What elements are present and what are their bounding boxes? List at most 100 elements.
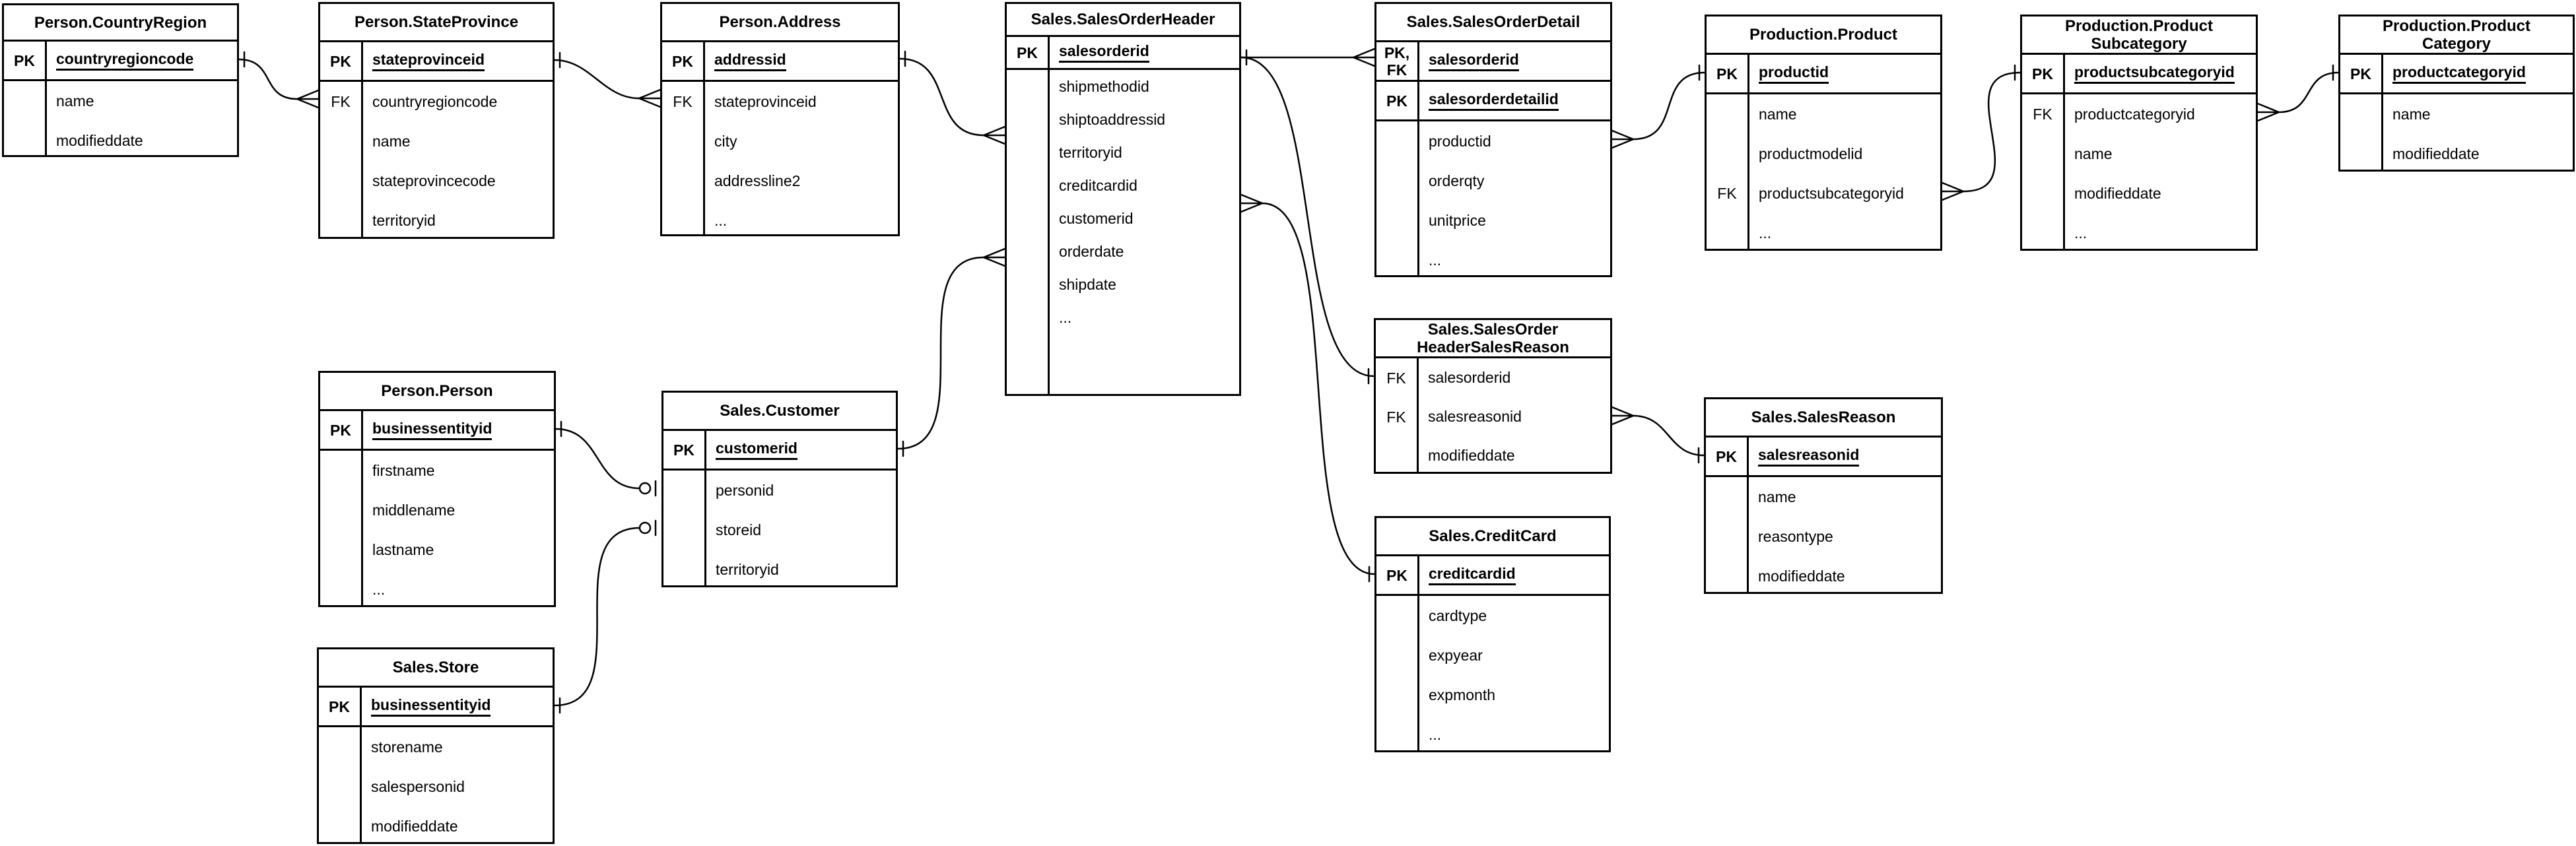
attribute-row: modifieddate	[1376, 436, 1610, 475]
relationship-person-customer[interactable]	[555, 420, 657, 497]
attribute-name: customerid	[1059, 209, 1134, 227]
attribute-name: stateprovinceid	[372, 51, 485, 71]
attribute-name: territoryid	[716, 560, 779, 578]
entity-title: Sales.SalesReason	[1706, 399, 1941, 438]
entity-title-line: Production.Product	[2065, 16, 2213, 35]
relationship-line	[2278, 71, 2340, 114]
relationship-creditcard-salesorderheader[interactable]	[1240, 193, 1376, 583]
pk-badge: PK	[330, 421, 351, 439]
cardinality-many-crowfoot	[982, 247, 1006, 267]
attribute-row: PK, FK salesorderid	[1376, 42, 1610, 82]
relationship-headersalesreason-salesreason[interactable]	[1611, 406, 1705, 464]
attribute-name: stateprovincecode	[372, 172, 496, 189]
cardinality-many-crowfoot	[1611, 129, 1635, 149]
attribute-name: productsubcategoryid	[1759, 184, 1904, 202]
fk-badge: FK	[1386, 369, 1406, 387]
relationship-address-salesorderheader[interactable]	[898, 50, 1006, 145]
relationship-line	[1632, 71, 1706, 141]
attribute-name: productcategoryid	[2074, 105, 2195, 123]
attribute-row: lastname	[320, 530, 554, 569]
pk-badge: PK, FK	[1384, 44, 1410, 79]
attribute-row: stateprovincecode	[320, 161, 553, 201]
attribute-row: FK productcategoryid	[2022, 94, 2256, 134]
entity-title-line: Sales.CreditCard	[1429, 527, 1557, 545]
attribute-row: city	[662, 121, 898, 161]
cardinality-many-crowfoot	[1941, 181, 1965, 201]
relationship-stateprovince-address[interactable]	[553, 51, 661, 108]
attribute-name: salesreasonid	[1758, 446, 1860, 467]
entity-title-line: Sales.SalesOrderHeader	[1031, 11, 1215, 28]
attribute-row: productid	[1376, 121, 1610, 161]
key-column-divider	[1048, 37, 1050, 394]
fk-badge: FK	[331, 93, 351, 110]
attribute-name: orderdate	[1059, 242, 1124, 260]
attribute-row: shipdate	[1007, 268, 1239, 301]
entity-title: Person.Person	[320, 373, 554, 411]
key-column-divider	[2063, 55, 2065, 249]
attribute-row: ...	[1376, 240, 1610, 280]
attribute-row: expmonth	[1376, 675, 1609, 715]
relationship-salesorderdetail-product[interactable]	[1611, 64, 1706, 149]
relationship-customer-salesorderheader[interactable]	[897, 247, 1006, 457]
relationship-store-customer[interactable]	[553, 519, 657, 714]
attribute-row: creditcardid	[1007, 169, 1239, 202]
attribute-row: territoryid	[1007, 136, 1239, 169]
cardinality-many-crowfoot	[982, 125, 1006, 145]
attribute-name: shipdate	[1059, 275, 1116, 293]
attribute-row: name	[1707, 94, 1940, 134]
cardinality-many-crowfoot	[1240, 193, 1264, 213]
entity-title: Sales.Customer	[663, 393, 896, 431]
attribute-name: name	[372, 132, 411, 150]
attribute-name: salesorderdetailid	[1429, 90, 1559, 111]
fk-badge: FK	[2033, 106, 2052, 123]
attribute-row: name	[2022, 134, 2256, 174]
attribute-name: cardtype	[1429, 606, 1487, 624]
attribute-name: name	[2074, 145, 2113, 162]
pk-badge: PK	[672, 52, 693, 70]
fk-badge: FK	[1386, 408, 1406, 426]
attribute-row: addressline2	[662, 161, 898, 201]
attribute-row: name	[320, 121, 553, 161]
entity-title-line: Production.Product	[2383, 16, 2530, 35]
entity-title-line: Person.CountryRegion	[34, 13, 207, 32]
relationship-line	[238, 58, 298, 100]
attribute-name: territoryid	[1059, 143, 1122, 161]
relationship-line	[1632, 414, 1705, 457]
attribute-name: salesreasonid	[1428, 408, 1522, 425]
relationship-product-productsubcategory[interactable]	[1941, 64, 2021, 201]
relationship-countryregion-stateprovince[interactable]	[238, 51, 320, 109]
cardinality-zero-circle	[638, 482, 652, 495]
attribute-row: middlename	[320, 490, 554, 530]
relationship-salesorderheader-headersalesreason[interactable]	[1240, 56, 1375, 385]
entity-title-line: Person.Address	[719, 13, 841, 31]
relationship-productsubcategory-productcategory[interactable]	[2256, 64, 2340, 122]
attribute-row: personid	[663, 471, 896, 510]
attribute-row: ...	[2022, 213, 2256, 253]
attribute-row: name	[1706, 477, 1941, 517]
attribute-row: storeid	[663, 510, 896, 550]
attribute-name: salesorderid	[1429, 51, 1519, 71]
key-column-divider	[1417, 358, 1419, 472]
attribute-name: salesorderid	[1059, 42, 1149, 63]
